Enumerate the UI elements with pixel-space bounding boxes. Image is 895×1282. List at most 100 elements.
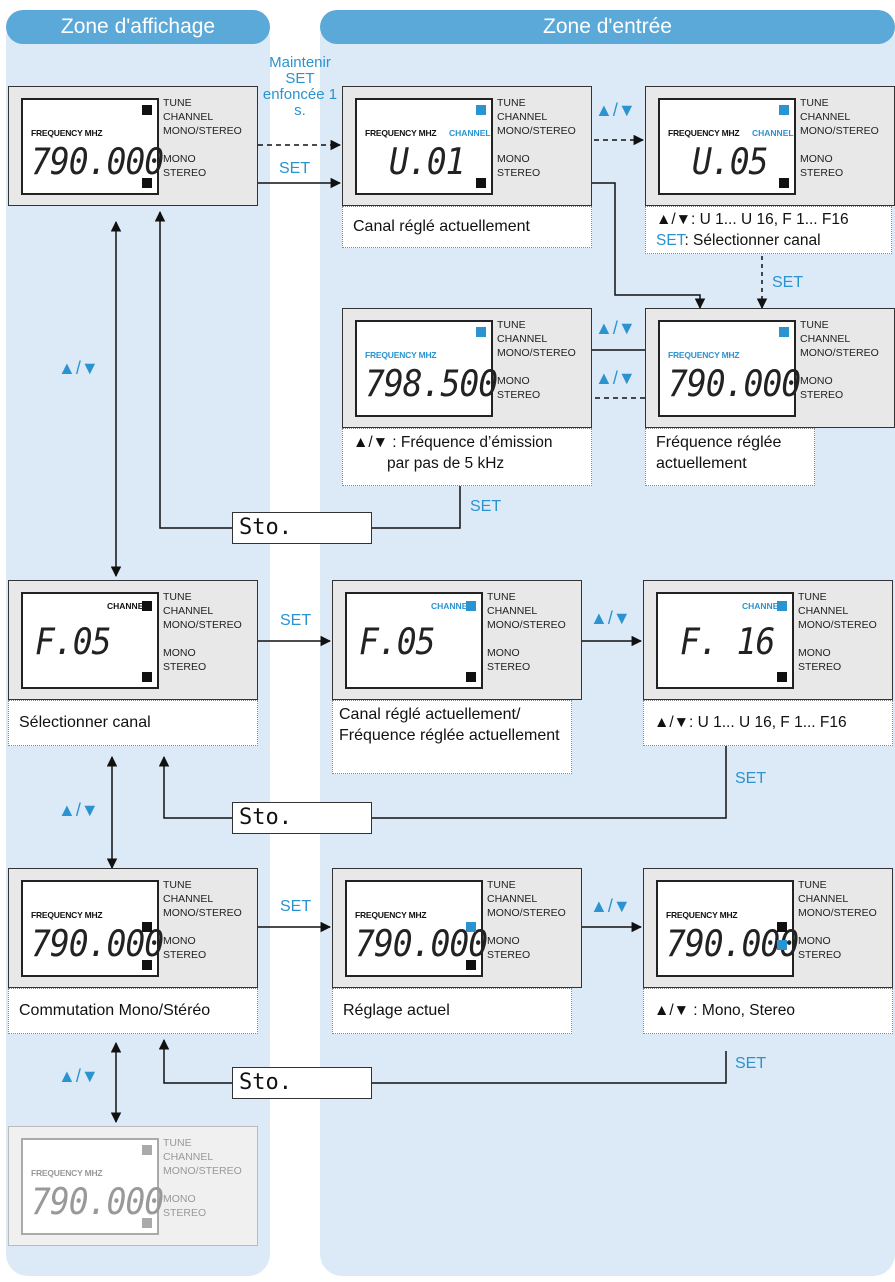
frequency-label: FREQUENCY MHZ [355, 910, 427, 920]
label-mono: MONO [163, 647, 196, 659]
label-tune: TUNE [487, 879, 516, 891]
label-monostereo: MONO/STEREO [497, 347, 576, 359]
indicator-tune [476, 105, 486, 115]
label-channel: CHANNEL [800, 111, 851, 123]
caption-current-setting: Réglage actuel [332, 988, 572, 1034]
lcd-screen: FREQUENCY MHZ 798.500 [355, 320, 498, 417]
lcd-value: 790.000 [31, 140, 164, 183]
lcd-screen: FREQUENCY MHZ 790.000 [656, 880, 799, 977]
label-mono: MONO [487, 935, 520, 947]
display-zone-title: Zone d'affichage [6, 10, 270, 44]
label-stereo: STEREO [800, 167, 844, 179]
lcd-value: 790.000 [666, 922, 799, 965]
label-stereo: STEREO [163, 949, 207, 961]
channel-label: CHANNEL [742, 601, 784, 611]
indicator-stereo [466, 960, 476, 970]
indicator-channel [777, 601, 787, 611]
label-mono: MONO [798, 647, 831, 659]
label-mono: MONO [497, 153, 530, 165]
lcd-value: 798.500 [365, 362, 498, 405]
indicator-mono [777, 940, 787, 950]
indicator-stereo [142, 178, 152, 188]
frequency-label: FREQUENCY MHZ [31, 910, 103, 920]
label-monostereo: MONO/STEREO [798, 907, 877, 919]
indicator-stereo [476, 178, 486, 188]
set-label-7: SET [735, 1055, 767, 1072]
lcd-value: 790.000 [31, 1180, 164, 1223]
caption-current-frequency: Fréquence réglée actuellement [645, 428, 815, 486]
caption-line-1: ▲/▼ : Fréquence d’émission [353, 434, 553, 451]
label-stereo: STEREO [798, 949, 842, 961]
label-channel: CHANNEL [798, 893, 849, 905]
store-display-1: Sto. [232, 512, 372, 544]
caption-monostereo-switch: Commutation Mono/Stéréo [8, 988, 258, 1034]
lcd-screen: CHANNEL F. 16 [656, 592, 794, 689]
channel-label: CHANNEL [449, 128, 491, 138]
label-channel: CHANNEL [487, 605, 538, 617]
lcd-screen: FREQUENCY MHZ CHANNEL U.05 [658, 98, 796, 195]
updown-label-4: ▲/▼ [58, 358, 99, 378]
set-label-5: SET [735, 770, 767, 787]
lcd-panel-channel-choice: CHANNEL F. 16 TUNE CHANNEL MONO/STEREO MONO… [643, 580, 893, 700]
updown-label-8: ▲/▼ [58, 1066, 99, 1086]
label-tune: TUNE [497, 319, 526, 331]
indicator-monostereo [142, 922, 152, 932]
lcd-screen: FREQUENCY MHZ 790.000 [658, 320, 801, 417]
lcd-value: 790.000 [668, 362, 801, 405]
indicator-tune [779, 105, 789, 115]
label-mono: MONO [800, 153, 833, 165]
lcd-screen: FREQUENCY MHZ CHANNEL U.01 [355, 98, 493, 195]
label-mono: MONO [497, 375, 530, 387]
label-tune: TUNE [163, 879, 192, 891]
label-tune: TUNE [163, 591, 192, 603]
label-monostereo: MONO/STEREO [798, 619, 877, 631]
label-mono: MONO [163, 1193, 196, 1205]
updown-label-1: ▲/▼ [595, 100, 636, 120]
caption-line-range: ▲/▼: U 1... U 16, F 1... F16 [656, 211, 849, 228]
label-tune: TUNE [800, 97, 829, 109]
indicator-monostereo [466, 922, 476, 932]
hold-set-label: Maintenir SET enfoncée 1 s. [262, 54, 338, 119]
label-tune: TUNE [798, 591, 827, 603]
lcd-value: U.05 [692, 140, 768, 183]
indicator-tune [779, 327, 789, 337]
set-label-1: SET [279, 160, 311, 177]
label-monostereo: MONO/STEREO [163, 907, 242, 919]
caption-current-channel: Canal réglé actuellement [342, 206, 592, 248]
store-display-3: Sto. [232, 1067, 372, 1099]
updown-label-2: ▲/▼ [595, 318, 636, 338]
caption-channel-range: ▲/▼: U 1... U 16, F 1... F16 SET: Sélect… [645, 206, 892, 254]
updown-label-6: ▲/▼ [58, 800, 99, 820]
label-stereo: STEREO [798, 661, 842, 673]
label-mono: MONO [800, 375, 833, 387]
label-monostereo: MONO/STEREO [497, 125, 576, 137]
indicator-stereo [142, 1218, 152, 1228]
label-stereo: STEREO [800, 389, 844, 401]
lcd-value: 790.000 [355, 922, 488, 965]
channel-label: CHANNEL [107, 601, 149, 611]
label-monostereo: MONO/STEREO [800, 347, 879, 359]
caption-channel-range-2: ▲/▼: U 1... U 16, F 1... F16 [643, 700, 893, 746]
label-channel: CHANNEL [798, 605, 849, 617]
lcd-panel-select-channel: FREQUENCY MHZ CHANNEL U.05 TUNE CHANNEL MO… [645, 86, 895, 206]
label-channel: CHANNEL [163, 111, 214, 123]
label-mono: MONO [798, 935, 831, 947]
label-channel: CHANNEL [487, 893, 538, 905]
frequency-label: FREQUENCY MHZ [668, 350, 740, 360]
indicator-channel [466, 601, 476, 611]
lcd-screen: CHANNEL F.05 [21, 592, 159, 689]
label-tune: TUNE [800, 319, 829, 331]
label-channel: CHANNEL [163, 605, 214, 617]
frequency-label: FREQUENCY MHZ [666, 910, 738, 920]
